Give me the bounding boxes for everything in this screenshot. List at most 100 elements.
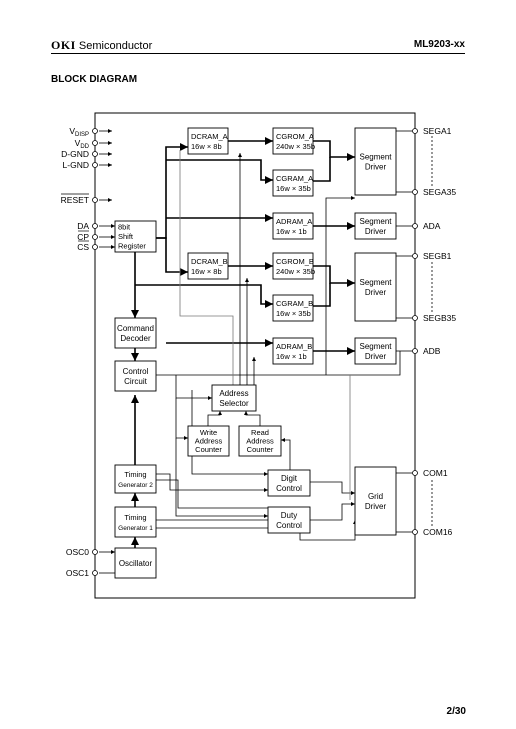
seg-driver-b-label-1: Segment	[359, 278, 392, 287]
seg-driver-a-label-1: Segment	[359, 152, 392, 161]
cgram-b-label-1: CGRAM_B	[276, 299, 313, 308]
chip-outline	[94, 112, 416, 599]
command-decoder-label-1: Command	[117, 324, 154, 333]
pin-circles	[92, 128, 418, 576]
shift-register-label-1: 8bit	[118, 223, 131, 232]
ad-driver-a-label-2: Driver	[365, 227, 387, 236]
cgrom-a-label-1: CGROM_A	[276, 132, 314, 141]
pin-ada: ADA	[423, 221, 441, 231]
address-selector-label-1: Address	[219, 389, 248, 398]
cgram-a-label-1: CGRAM_A	[276, 174, 313, 183]
control-circuit-label-1: Control	[123, 367, 149, 376]
adram-b-label-2: 16w × 1b	[276, 352, 307, 361]
control-circuit-label-2: Circuit	[124, 377, 147, 386]
timing-gen-1-label-2: Generator 1	[118, 525, 153, 532]
oscillator-label-1: Oscillator	[119, 559, 153, 568]
page-number: 2/30	[446, 706, 466, 717]
adram-a-label-1: ADRAM_A	[276, 217, 312, 226]
write-counter-label-3: Counter	[195, 445, 222, 454]
timing-gen-1-label-1: Timing	[124, 513, 146, 522]
overbars	[61, 193, 89, 242]
pin-cp: CP	[77, 232, 89, 242]
digit-control-label-1: Digit	[281, 474, 298, 483]
dcram-b-label-1: DCRAM_B	[191, 257, 228, 266]
header-left: OKI Semiconductor	[51, 38, 152, 53]
timing-gen-2-label-1: Timing	[124, 470, 146, 479]
seg-driver-a-label-2: Driver	[365, 162, 387, 171]
pin-segb35: SEGB35	[423, 313, 456, 323]
command-decoder-label-2: Decoder	[120, 334, 151, 343]
shift-register-label-3: Register	[118, 242, 146, 251]
address-selector-label-2: Selector	[219, 399, 249, 408]
write-counter-label-1: Write	[200, 428, 217, 437]
pin-cs: CS	[77, 242, 89, 252]
pin-adb: ADB	[423, 346, 441, 356]
digit-control-label-2: Control	[276, 484, 302, 493]
pin-osc0: OSC0	[66, 547, 89, 557]
adram-b-label-1: ADRAM_B	[276, 342, 312, 351]
left-pin-labels: VDISP VDD D-GND L-GND RESET DA CP CS OSC…	[61, 126, 90, 578]
pin-com16: COM16	[423, 527, 453, 537]
pin-vdd: VDD	[75, 138, 90, 150]
cgrom-b-label-1: CGROM_B	[276, 257, 314, 266]
pin-osc1: OSC1	[66, 568, 89, 578]
read-counter-label-1: Read	[251, 428, 269, 437]
read-counter-label-2: Address	[246, 436, 274, 445]
right-pin-labels: SEGA1 SEGA35 ADA SEGB1 SEGB35 ADB COM1 C…	[423, 126, 456, 537]
header-rule	[51, 53, 465, 54]
wires	[99, 129, 433, 574]
pin-dgnd: D-GND	[61, 149, 89, 159]
duty-control-label-2: Control	[276, 521, 302, 530]
pin-da: DA	[77, 221, 89, 231]
adram-a-label-2: 16w × 1b	[276, 227, 307, 236]
ad-driver-b-label-1: Segment	[359, 342, 392, 351]
pin-vdisp: VDISP	[69, 126, 89, 138]
brand-suffix: Semiconductor	[75, 40, 153, 52]
duty-control-label-1: Duty	[281, 511, 297, 520]
oscillator-block: Oscillator	[114, 547, 157, 579]
cgrom-a-label-2: 240w × 35b	[276, 142, 315, 151]
grid-driver-label-2: Driver	[365, 502, 387, 511]
brand-logo: OKI	[51, 38, 76, 52]
dcram-a-label-2: 16w × 8b	[191, 142, 222, 151]
ad-driver-a-label-1: Segment	[359, 217, 392, 226]
pin-reset: RESET	[61, 195, 89, 205]
pin-com1: COM1	[423, 468, 448, 478]
grid-driver-label-1: Grid	[368, 492, 383, 501]
shift-register-label-2: Shift	[118, 232, 134, 241]
write-counter-label-2: Address	[195, 436, 223, 445]
cgram-a-label-2: 16w × 35b	[276, 184, 311, 193]
dcram-b-label-2: 16w × 8b	[191, 267, 222, 276]
pin-segb1: SEGB1	[423, 251, 452, 261]
pin-sega35: SEGA35	[423, 187, 456, 197]
cgram-b-label-2: 16w × 35b	[276, 309, 311, 318]
cgrom-b-label-2: 240w × 35b	[276, 267, 315, 276]
seg-driver-b-label-2: Driver	[365, 288, 387, 297]
read-counter-label-3: Counter	[247, 445, 274, 454]
dcram-a-label-1: DCRAM_A	[191, 132, 228, 141]
timing-gen-2-label-2: Generator 2	[118, 482, 153, 489]
pin-sega1: SEGA1	[423, 126, 452, 136]
ad-driver-b-label-2: Driver	[365, 352, 387, 361]
